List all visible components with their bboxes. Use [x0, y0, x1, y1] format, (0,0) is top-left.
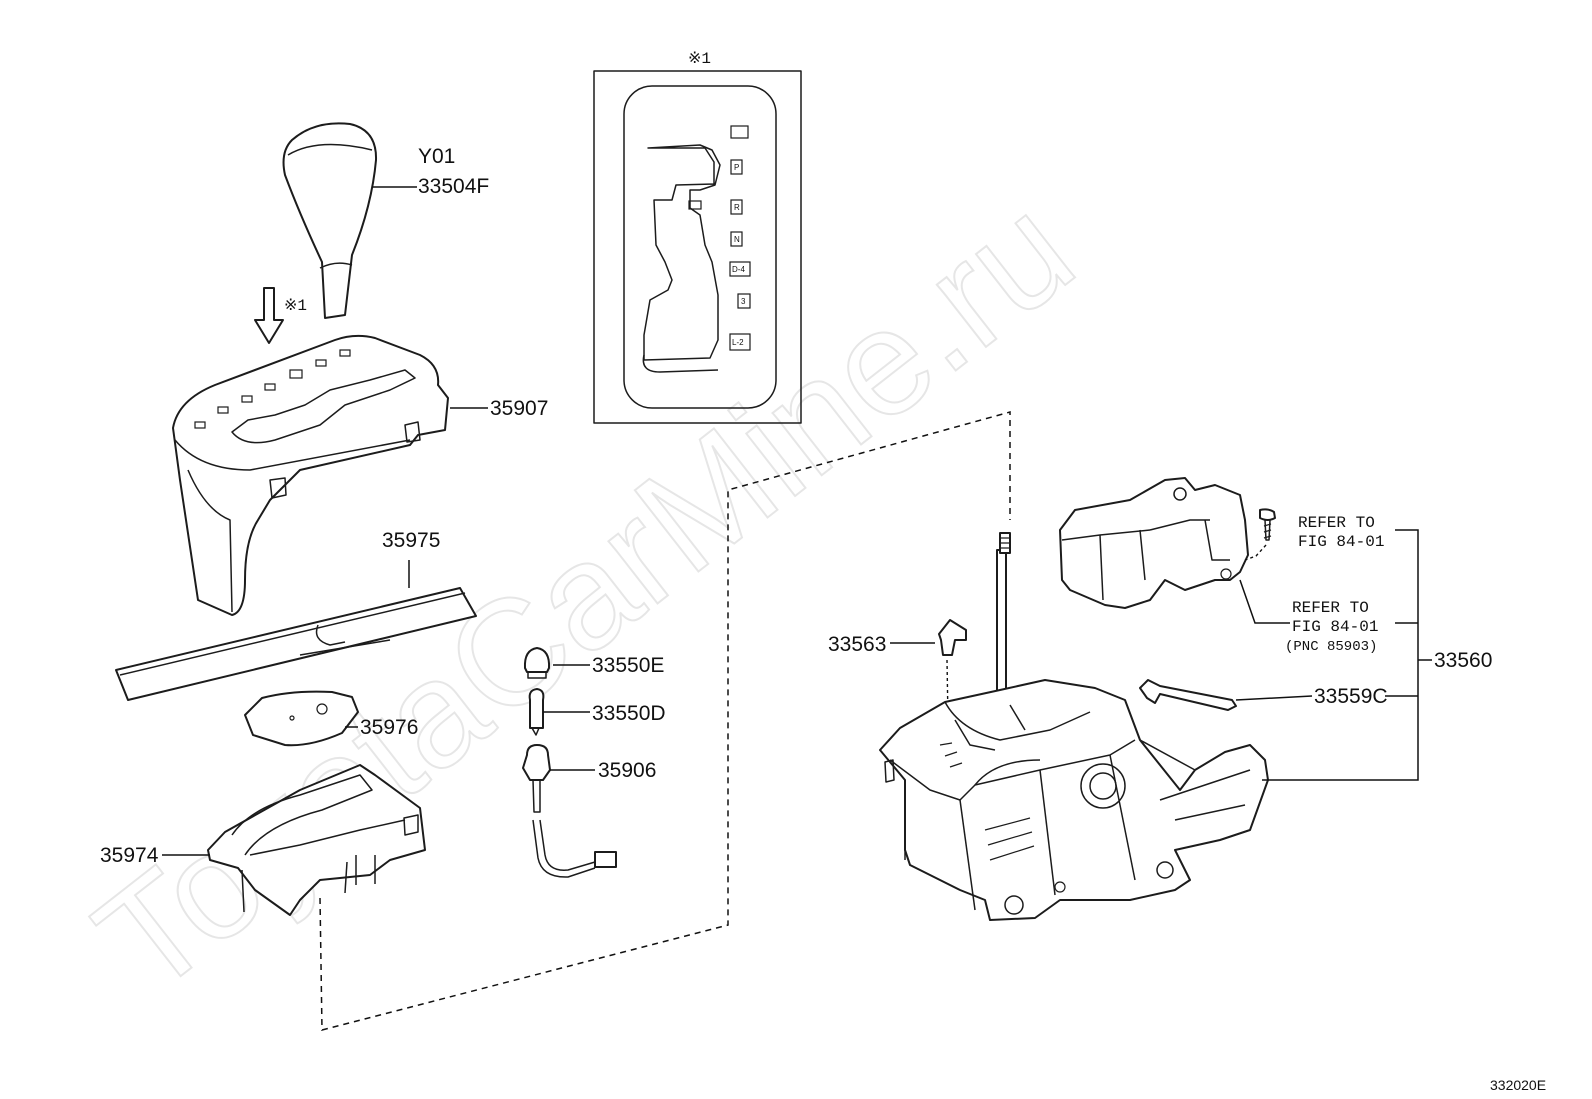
indicator-detail-box: ※1 P R N D-4 3 L-2 — [593, 50, 802, 424]
gear-indicator-r: R — [730, 199, 743, 215]
shift-knob[interactable] — [282, 122, 378, 319]
diagram-code: 332020E — [1490, 1077, 1546, 1093]
view-arrow-marker: ※1 — [284, 297, 307, 315]
gear-indicator-d4: D-4 — [729, 261, 751, 277]
label-lever-assy: 33560 — [1434, 649, 1492, 672]
label-knob-part: 33504F — [418, 175, 489, 198]
screw-dotted-guide — [1244, 544, 1267, 561]
shift-lever-base[interactable] — [879, 679, 1269, 921]
lever-housing-upper[interactable] — [1059, 477, 1249, 609]
gear-indicator-l2: L-2 — [729, 333, 751, 351]
label-socket-wire: 35906 — [598, 759, 656, 782]
leader-lines — [162, 186, 1432, 856]
bulb-socket[interactable] — [528, 688, 545, 736]
ref-lower-note: (PNC 85903) — [1285, 639, 1377, 655]
ref-upper-line2: FIG 84-01 — [1298, 533, 1384, 551]
ref-upper-line1: REFER TO — [1298, 514, 1375, 532]
label-indicator-housing: 35907 — [490, 397, 548, 420]
gear-indicator-p: P — [730, 159, 743, 175]
connection-dashed-line — [319, 411, 1011, 1031]
gear-indicator-n: N — [730, 231, 743, 247]
label-lock-pin: 33559C — [1314, 685, 1388, 708]
svg-text:N: N — [734, 235, 740, 244]
label-cover-plate: 35976 — [360, 716, 418, 739]
lock-pin[interactable] — [1139, 679, 1237, 711]
slide-plate[interactable] — [115, 587, 477, 701]
label-bulb-socket: 33550D — [592, 702, 666, 725]
socket-wire[interactable] — [522, 744, 617, 878]
indicator-housing[interactable] — [172, 334, 449, 616]
screw[interactable] — [1259, 508, 1276, 541]
label-knob-color: Y01 — [418, 145, 455, 168]
label-bulb: 33550E — [592, 654, 664, 677]
svg-text:P: P — [734, 163, 739, 172]
ref-lower-line1: REFER TO — [1292, 599, 1369, 617]
label-slide-plate: 35975 — [382, 529, 440, 552]
svg-text:L-2: L-2 — [732, 338, 744, 347]
ref-lower-line2: FIG 84-01 — [1292, 618, 1378, 636]
cover-plate[interactable] — [244, 690, 359, 747]
detail-box-marker: ※1 — [688, 50, 711, 68]
gear-indicator-3: 3 — [737, 293, 751, 309]
bulb[interactable] — [523, 647, 551, 679]
svg-text:R: R — [734, 203, 740, 212]
label-stopper: 33563 — [828, 633, 886, 656]
svg-text:3: 3 — [741, 297, 746, 306]
bracket-base[interactable] — [207, 764, 426, 916]
label-bracket-base: 35974 — [100, 844, 159, 867]
svg-text:D-4: D-4 — [732, 265, 745, 274]
view-arrow: ※1 — [254, 287, 307, 344]
